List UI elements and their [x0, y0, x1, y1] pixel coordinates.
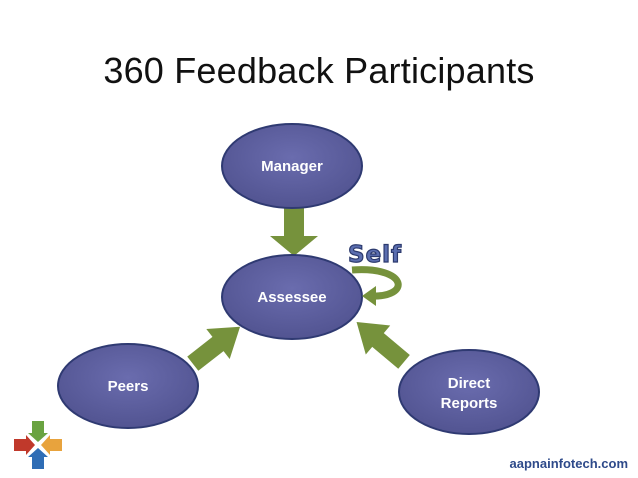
arrow-peers-to-assessee	[187, 326, 241, 371]
cross-arrows-logo-icon	[14, 421, 62, 469]
node-peers: Peers	[57, 343, 199, 429]
node-peers-label: Peers	[108, 378, 149, 395]
node-manager: Manager	[221, 123, 363, 209]
node-manager-label: Manager	[261, 158, 323, 175]
node-direct-reports-label-line2: Reports	[441, 395, 498, 412]
arrow-direct-reports-to-assessee	[356, 322, 410, 369]
footer-website-link[interactable]: aapnainfotech.com	[509, 456, 628, 471]
arrow-manager-to-assessee	[270, 208, 318, 256]
slide-title: 360 Feedback Participants	[103, 50, 535, 91]
self-label: Self	[348, 242, 402, 268]
node-assessee-label: Assessee	[257, 289, 326, 306]
node-direct-reports: Direct Reports	[398, 349, 540, 435]
node-assessee: Assessee	[221, 254, 363, 340]
self-loop-arrow	[351, 266, 402, 306]
node-direct-reports-label-line1: Direct	[448, 375, 491, 392]
